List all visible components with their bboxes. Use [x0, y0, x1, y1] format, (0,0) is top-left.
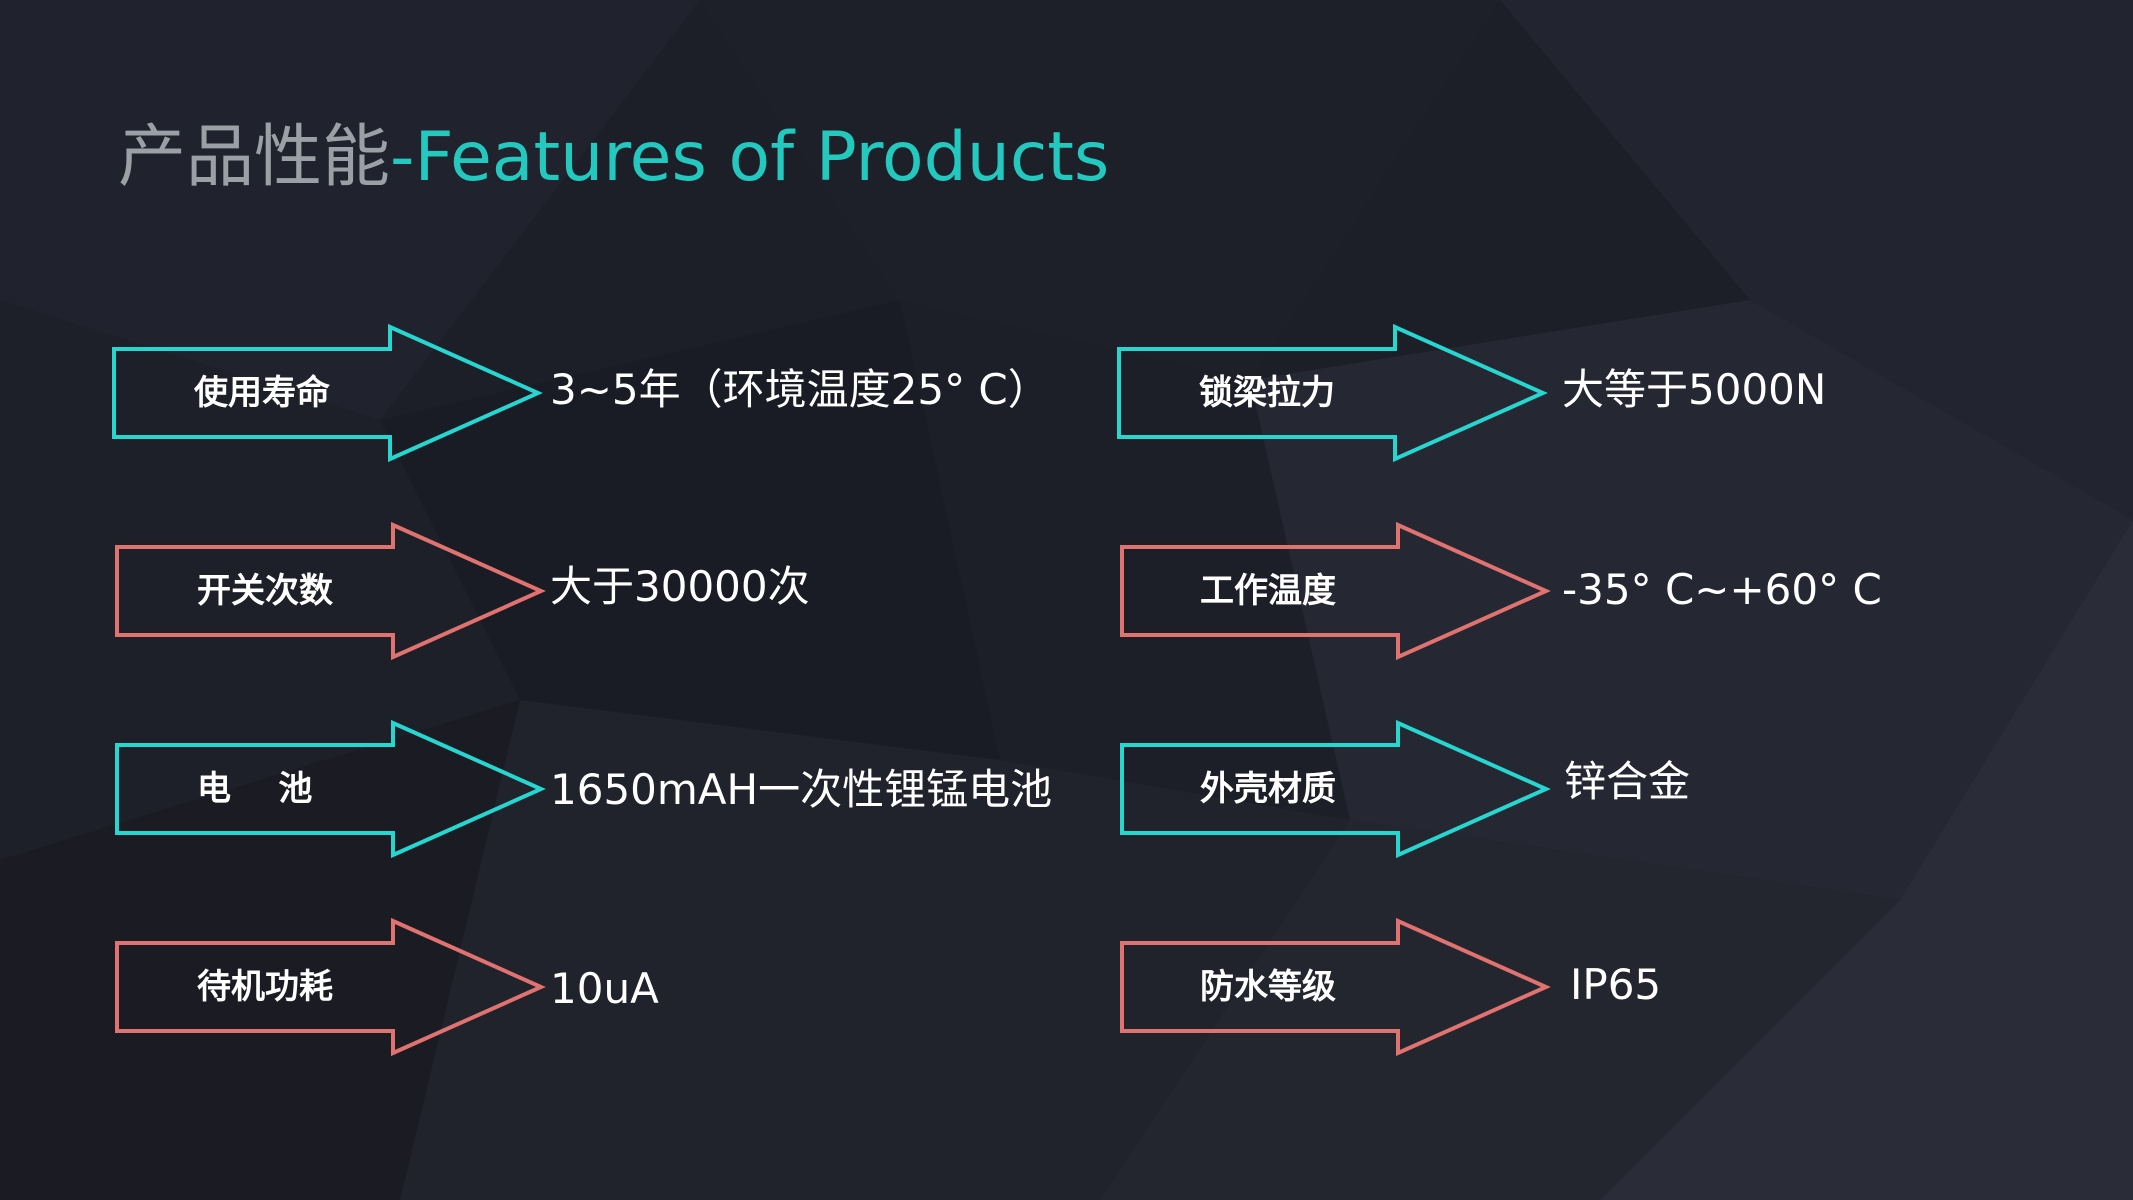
title-chinese: 产品性能 [118, 118, 391, 197]
feature-label: 锁梁拉力 [1199, 373, 1335, 413]
page-title: 产品性能-Features of Products [118, 118, 1109, 198]
arrow-shape [1120, 521, 1551, 661]
feature-label: 开关次数 [197, 571, 333, 611]
feature-label: 使用寿命 [194, 373, 330, 413]
feature-arrow-housing-material: 外壳材质 [1120, 719, 1560, 859]
feature-arrow-battery: 电 池 [115, 719, 555, 859]
feature-label: 外壳材质 [1200, 769, 1336, 809]
feature-label: 电 池 [197, 769, 313, 809]
arrow-shape [115, 719, 546, 859]
arrow-shape [1120, 719, 1551, 859]
feature-arrow-lifespan: 使用寿命 [112, 323, 552, 463]
feature-arrow-operating-temperature: 工作温度 [1120, 521, 1560, 661]
feature-value-waterproof-rating: IP65 [1570, 960, 1662, 1009]
feature-label: 工作温度 [1200, 571, 1336, 611]
feature-value-standby-power: 10uA [550, 964, 659, 1013]
arrow-shape [115, 521, 546, 661]
feature-value-housing-material: 锌合金 [1564, 757, 1691, 806]
feature-arrow-shackle-tension: 锁梁拉力 [1117, 323, 1557, 463]
feature-value-switch-count: 大于30000次 [550, 562, 810, 611]
arrow-shape [112, 323, 543, 463]
feature-value-battery: 1650mAH一次性锂锰电池 [550, 765, 1053, 814]
feature-value-operating-temperature: -35° C~+60° C [1562, 565, 1882, 614]
feature-arrow-switch-count: 开关次数 [115, 521, 555, 661]
title-english: -Features of Products [390, 118, 1110, 197]
arrow-shape [1120, 917, 1551, 1057]
feature-arrow-waterproof-rating: 防水等级 [1120, 917, 1560, 1057]
feature-label: 防水等级 [1200, 967, 1336, 1007]
arrow-shape [115, 917, 546, 1057]
arrow-shape [1117, 323, 1548, 463]
feature-arrow-standby-power: 待机功耗 [115, 917, 555, 1057]
feature-value-lifespan: 3~5年（环境温度25° C） [550, 365, 1050, 414]
feature-value-shackle-tension: 大等于5000N [1562, 365, 1827, 414]
feature-label: 待机功耗 [197, 967, 333, 1007]
